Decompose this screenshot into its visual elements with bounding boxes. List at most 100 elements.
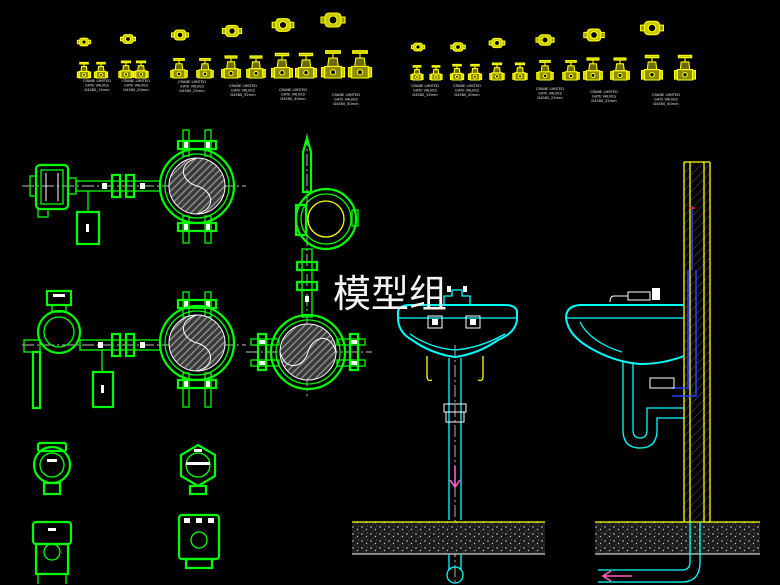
transmitter-head-side-right: [177, 513, 221, 570]
pipe-flange-section-upper-circle: [164, 153, 230, 219]
valve-handwheel: [121, 61, 130, 63]
valve-stem-hole: [456, 45, 461, 50]
valve-port: [650, 72, 655, 77]
gate-valve-side-view: [563, 61, 580, 81]
valve-end-right: [421, 75, 423, 80]
valve-port: [254, 71, 258, 75]
transmitter-assembly-lower: [22, 289, 246, 410]
gate-valve-side-view: [490, 63, 504, 80]
gate-valve-side-view: [468, 64, 481, 80]
valve-port: [330, 70, 335, 75]
washbasin-front-elevation-rect: [447, 286, 451, 292]
washbasin-front-elevation-rect: [432, 319, 438, 325]
washbasin-front-elevation-rect: [445, 411, 465, 423]
valve-label-line3: D4580_40mm: [653, 102, 679, 106]
valve-stem-hole: [229, 28, 235, 34]
gate-valve-side-view: [296, 53, 317, 78]
pipe-flange-section-vertical-circle: [269, 313, 347, 391]
transmitter-assembly-lower-circle: [36, 309, 82, 355]
valve-end-left: [247, 70, 250, 78]
valve-handwheel: [275, 53, 288, 55]
valve-label-line2: GATE VALVES: [281, 93, 306, 97]
valve-handwheel: [136, 61, 145, 63]
valve-stem-hole: [82, 40, 86, 44]
transmitter-assembly-lower-rect: [124, 332, 136, 358]
valve-stem-hole: [494, 40, 499, 45]
valve-label-line2: GATE VALVES: [538, 92, 563, 96]
valve-label-line2: GATE VALVES: [231, 89, 256, 93]
valve-end-left: [563, 73, 565, 80]
pipe-flange-section-lower-rect: [184, 301, 188, 307]
valve-port: [139, 73, 142, 76]
valve-bonnet: [616, 64, 625, 71]
transmitter-head-side-left: [31, 520, 73, 584]
washbasin-side-section-rect: [595, 522, 760, 554]
valve-port: [280, 70, 285, 75]
pipe-flange-section-vertical-rect: [351, 340, 357, 344]
washbasin-side-section-path: [598, 561, 701, 583]
valve-library-right-group: [411, 21, 696, 80]
transmitter-assembly-lower-rect: [23, 339, 41, 353]
transmitter-head-side-right-rect: [208, 518, 214, 523]
gate-valve-side-view: [642, 55, 663, 80]
transmitter-assembly-vertical-path: [301, 133, 313, 194]
transmitter-assembly-vertical-rect: [351, 209, 359, 227]
valve-end-left: [490, 74, 492, 80]
pipe-flange-section-vertical-rect: [259, 340, 265, 344]
pipe-flange-section-vertical-rect: [250, 338, 280, 346]
valve-bonnet: [589, 64, 598, 71]
valve-handwheel: [326, 51, 341, 54]
valve-end-right: [627, 72, 630, 80]
valve-handwheel: [200, 59, 211, 61]
valve-bonnet: [81, 67, 87, 72]
valve-bonnet: [680, 62, 690, 70]
washbasin-front-elevation-rect: [427, 315, 443, 329]
valve-end-left: [348, 68, 351, 77]
transmitter-assembly-lower-rect: [101, 385, 104, 393]
transmitter-head-front-left-rect: [42, 481, 62, 496]
valve-label-line3: D4580_32mm: [230, 93, 256, 97]
valve-end-right: [462, 74, 464, 79]
valve-handwheel: [614, 58, 626, 60]
valve-handwheel: [587, 58, 599, 60]
valve-label-line2: GATE VALVES: [654, 98, 679, 102]
washbasin-front-elevation-rect: [352, 522, 545, 554]
pipe-flange-section-lower-rect: [176, 378, 218, 390]
transmitter-assembly-upper: [22, 163, 246, 246]
valve-stem-hole: [416, 45, 420, 49]
gate-valve-top-view: [584, 29, 604, 41]
valve-label-line2: GATE VALVES: [180, 85, 205, 89]
transmitter-assembly-vertical-rect: [294, 203, 308, 237]
washbasin-front-elevation-path: [426, 356, 433, 382]
valve-end-right: [600, 72, 603, 80]
pipe-flange-section-vertical-circle: [275, 319, 341, 385]
valve-bonnet: [123, 66, 130, 71]
valve-label-line2: GATE VALVES: [334, 98, 359, 102]
pipe-flange-section-lower: [158, 291, 236, 408]
valve-end-right: [146, 72, 148, 78]
valve-port: [304, 70, 309, 75]
gate-valve-top-view: [641, 21, 664, 34]
valve-bonnet: [252, 62, 261, 69]
valve-end-right: [480, 74, 482, 79]
valve-label-line1: CRANE LIMITED: [411, 84, 439, 88]
gate-valve-side-view: [171, 59, 188, 79]
valve-label-line1: CRANE LIMITED: [453, 84, 481, 88]
valve-label-line2: GATE VALVES: [413, 89, 438, 93]
pipe-flange-section-vertical-rect: [259, 361, 265, 365]
valve-end-right: [314, 69, 317, 78]
washbasin-side-section: [565, 161, 760, 583]
pipe-flange-section-upper-rect: [184, 142, 188, 148]
valve-bonnet: [138, 66, 145, 71]
valve-handwheel: [453, 64, 461, 66]
gate-valve-top-view: [451, 43, 465, 51]
valve-port: [83, 73, 86, 76]
valve-port: [569, 74, 573, 78]
valve-end-right: [185, 71, 187, 78]
washbasin-side-section-path: [609, 295, 628, 303]
transmitter-assembly-vertical-circle: [300, 193, 352, 245]
transmitter-head-side-left-rect: [48, 528, 56, 531]
valve-bonnet: [414, 70, 420, 74]
